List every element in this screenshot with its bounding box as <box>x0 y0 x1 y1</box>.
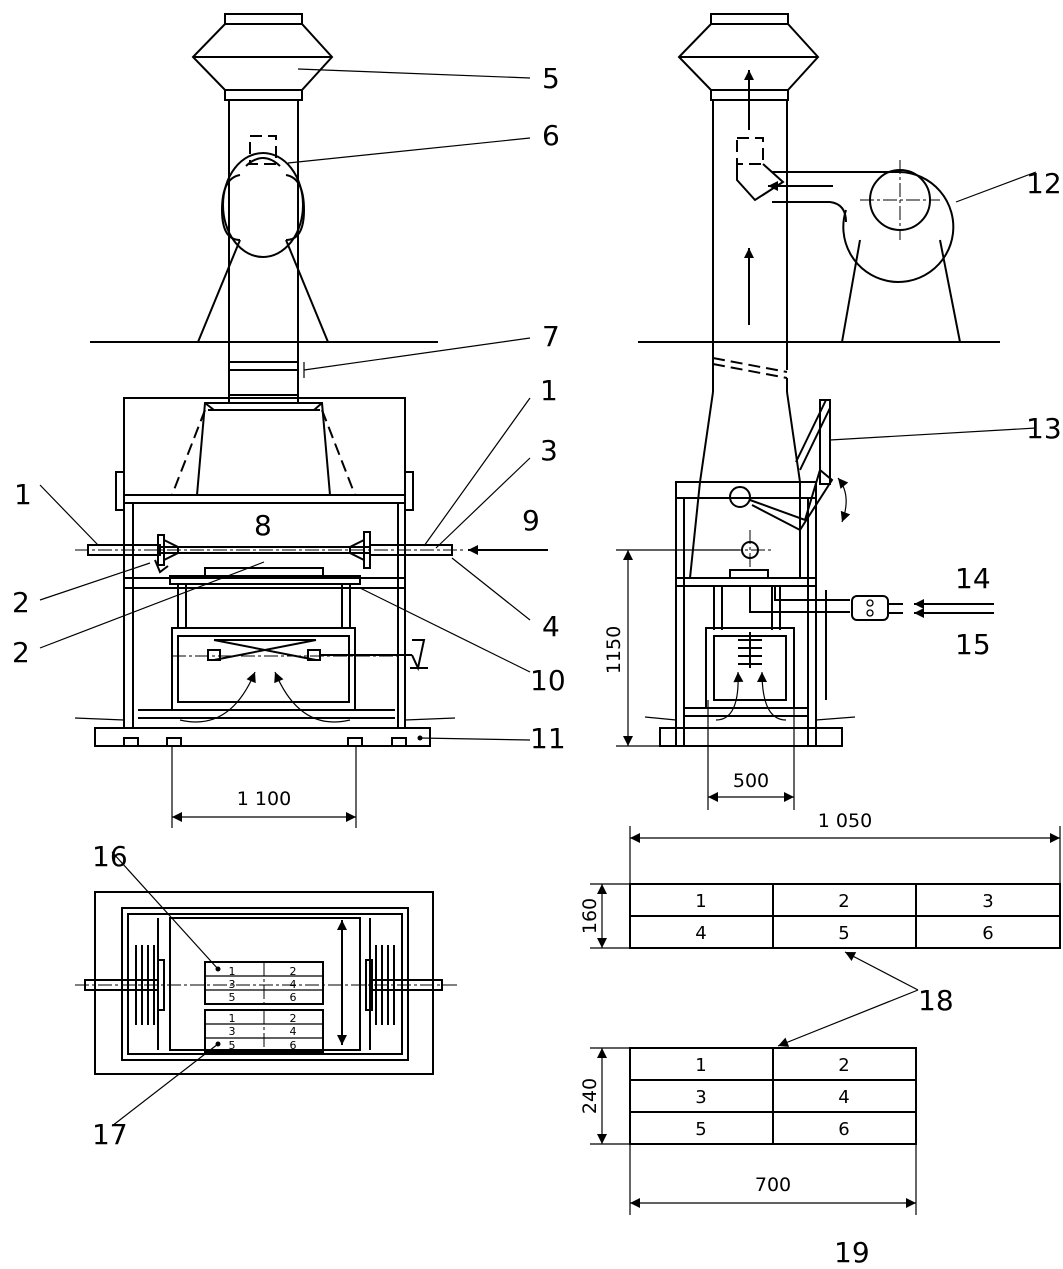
deflector-cap <box>191 13 334 101</box>
plan-b-cell-2: 2 <box>290 1012 297 1025</box>
callout-18: 18 <box>918 984 954 1017</box>
callout-10: 10 <box>530 664 566 697</box>
table-b-cell-2: 2 <box>838 1055 849 1076</box>
callout-13: 13 <box>1026 412 1062 445</box>
plan-a-cell-3: 3 <box>229 978 236 991</box>
plan-b-cell-4: 4 <box>290 1025 297 1038</box>
work-table <box>169 567 361 628</box>
table-a-cell-5: 5 <box>838 923 849 944</box>
dim-1050: 1 050 <box>629 810 1061 884</box>
dim-700-label: 700 <box>755 1174 791 1196</box>
callout-7: 7 <box>542 320 560 353</box>
table-b-cell-5: 5 <box>695 1119 706 1140</box>
dim-1100-label: 1 100 <box>237 788 291 810</box>
plan-grid-top: 1 2 3 4 5 6 <box>204 961 324 1005</box>
plan-b-cell-1: 1 <box>229 1012 236 1025</box>
layout-table-b: 1 2 3 4 5 6 <box>629 1047 917 1145</box>
dim-160-label: 160 <box>579 898 601 934</box>
stack-pipe <box>228 100 299 404</box>
callout-11: 11 <box>530 722 566 755</box>
side-duct <box>736 137 846 203</box>
callout-8: 8 <box>254 509 272 542</box>
table-a-cell-6: 6 <box>982 923 993 944</box>
side-base-plate <box>659 727 843 747</box>
base-plate <box>74 717 456 747</box>
dim-500: 500 <box>707 700 795 810</box>
plan-a-cell-6: 6 <box>290 991 297 1004</box>
lever-arm <box>749 399 851 532</box>
dim-160: 160 <box>579 883 630 949</box>
exhaust-hood <box>115 397 414 511</box>
callout-15: 15 <box>955 628 991 661</box>
side-stack-pipe <box>699 70 801 483</box>
plan-view: 1 2 3 4 5 6 1 2 3 4 5 6 <box>75 891 460 1075</box>
callout-1-left: 1 <box>14 478 32 511</box>
callout-16: 16 <box>92 840 128 873</box>
plan-a-cell-1: 1 <box>229 965 236 978</box>
dim-240: 240 <box>579 1047 630 1145</box>
callout-9: 9 <box>522 504 540 537</box>
side-view: 1150 500 <box>603 13 1000 810</box>
callout-5: 5 <box>542 62 560 95</box>
side-work-table <box>644 530 856 721</box>
callout-4: 4 <box>542 610 560 643</box>
table-a-cell-2: 2 <box>838 891 849 912</box>
plan-a-cell-2: 2 <box>290 965 297 978</box>
leader-lines <box>39 68 1037 1127</box>
callout-12: 12 <box>1026 167 1062 200</box>
callout-2-upper: 2 <box>12 586 30 619</box>
front-view: 1 100 <box>74 13 548 828</box>
blower-unit <box>829 160 961 343</box>
plan-b-cell-3: 3 <box>229 1025 236 1038</box>
spindle-shaft <box>75 531 465 574</box>
table-b-cell-1: 1 <box>695 1055 706 1076</box>
callout-labels: 5 6 7 1 8 9 1 3 2 2 4 10 11 12 13 14 15 … <box>12 62 1062 1269</box>
table-b-cell-3: 3 <box>695 1087 706 1108</box>
dim-1150-label: 1150 <box>603 626 625 674</box>
table-a-cell-1: 1 <box>695 891 706 912</box>
plan-a-cell-5: 5 <box>229 991 236 1004</box>
table-b-cell-4: 4 <box>838 1087 849 1108</box>
table-a-cell-3: 3 <box>982 891 993 912</box>
callout-1-right: 1 <box>540 374 558 407</box>
table-a-cell-4: 4 <box>695 923 706 944</box>
dim-1100: 1 100 <box>171 746 357 828</box>
plan-b-cell-5: 5 <box>229 1039 236 1052</box>
layout-table-a: 1 2 3 4 5 6 <box>629 883 1061 949</box>
plan-shaft-right <box>371 979 443 991</box>
callout-3: 3 <box>540 434 558 467</box>
plan-a-cell-4: 4 <box>290 978 297 991</box>
dim-240-label: 240 <box>579 1078 601 1114</box>
callout-2-lower: 2 <box>12 636 30 669</box>
plan-grid-bottom: 1 2 3 4 5 6 <box>204 1009 324 1053</box>
table-b-cell-6: 6 <box>838 1119 849 1140</box>
callout-14: 14 <box>955 562 991 595</box>
dim-1150: 1150 <box>603 549 740 747</box>
lifting-mechanism <box>138 627 428 723</box>
callout-17: 17 <box>92 1118 128 1151</box>
callout-6: 6 <box>542 119 560 152</box>
dim-500-label: 500 <box>733 770 769 792</box>
dim-1050-label: 1 050 <box>818 810 872 832</box>
fan-unit <box>197 135 329 343</box>
plan-b-cell-6: 6 <box>290 1039 297 1052</box>
control-box <box>749 586 994 700</box>
dim-700: 700 <box>629 1144 917 1215</box>
callout-19: 19 <box>834 1236 870 1269</box>
